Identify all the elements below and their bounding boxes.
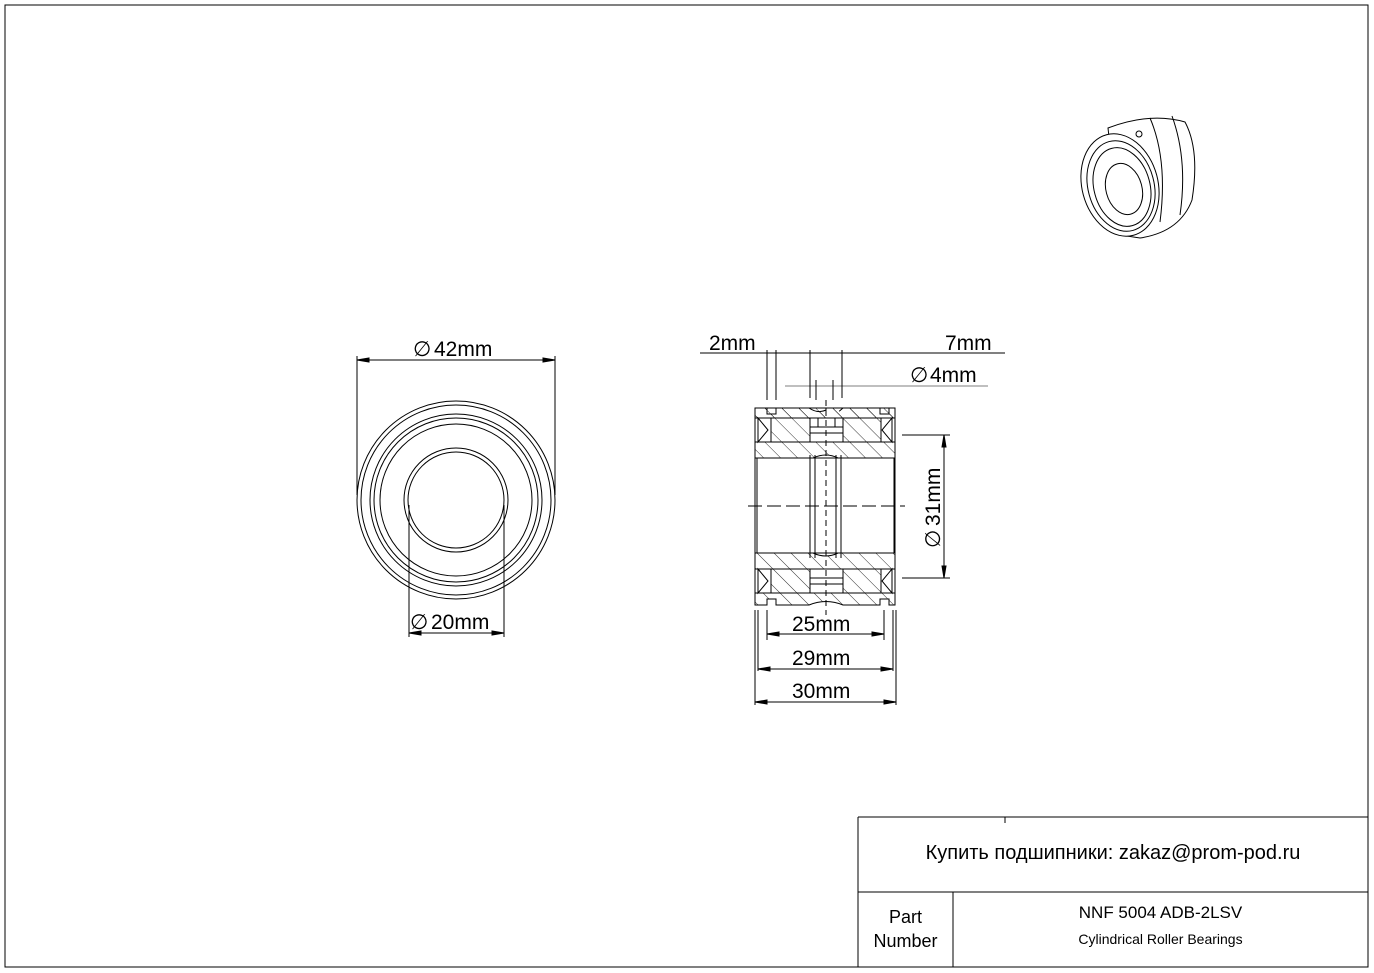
part-label-line-2: Number bbox=[873, 931, 938, 951]
sheet-border bbox=[4, 4, 1369, 968]
dim-29mm: 29mm bbox=[792, 647, 850, 670]
part-label-line-1: Part bbox=[888, 907, 922, 927]
part-number: NNF 5004 ADB-2LSV bbox=[1078, 903, 1243, 922]
dim-30mm: 30mm bbox=[792, 680, 850, 703]
dim-hole-diameter: 4mm bbox=[930, 364, 977, 387]
dim-7mm: 7mm bbox=[945, 332, 992, 355]
dim-31mm-symbol: ∅ bbox=[922, 530, 945, 548]
part-type: Cylindrical Roller Bearings bbox=[1078, 931, 1243, 947]
dim-25mm: 25mm bbox=[792, 613, 850, 636]
dim-inner-diameter: 20mm bbox=[431, 611, 489, 634]
dim-outer-diameter: 42mm bbox=[434, 338, 492, 361]
isometric-bearing-view bbox=[1080, 115, 1196, 239]
dim-inner-diameter-symbol: ∅ bbox=[410, 611, 428, 634]
front-view bbox=[356, 356, 556, 637]
buy-contact-text: Купить подшипники: zakaz@prom-pod.ru bbox=[925, 842, 1301, 864]
dim-outer-diameter-symbol: ∅ bbox=[413, 338, 431, 361]
dim-2mm: 2mm bbox=[709, 332, 756, 355]
title-block-frame bbox=[857, 816, 1368, 967]
dim-31mm: 31mm bbox=[922, 468, 945, 526]
section-view bbox=[700, 350, 1005, 705]
dim-hole-symbol: ∅ bbox=[910, 364, 928, 387]
